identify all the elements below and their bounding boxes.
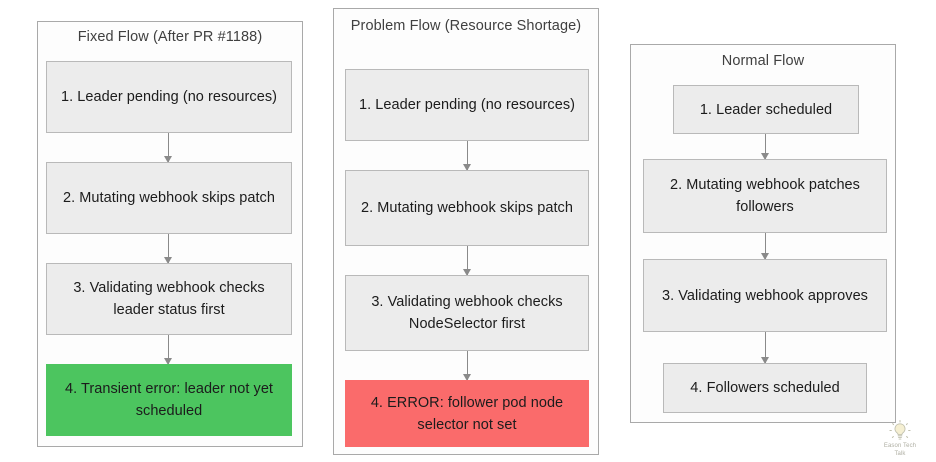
arrow-normal-2-3 (761, 233, 769, 260)
node-label: 4. Followers scheduled (690, 380, 840, 396)
node-fixed-flow-3: 3. Validating webhook checks leader stat… (46, 263, 292, 335)
node-label: 2. Mutating webhook patches followers (670, 177, 860, 215)
node-label: 3. Validating webhook checks leader stat… (73, 280, 265, 318)
node-label: 4. Transient error: leader not yet sched… (64, 381, 274, 419)
lightbulb-icon (889, 420, 911, 440)
node-label: 2. Mutating webhook skips patch (361, 200, 573, 216)
panel-normal-flow: Normal Flow 1. Leader scheduled 2. Mutat… (630, 44, 896, 423)
node-fixed-flow-4: 4. Transient error: leader not yet sched… (46, 364, 292, 436)
arrow-fixed-2-3 (164, 234, 172, 264)
node-label: 1. Leader pending (no resources) (358, 97, 575, 113)
node-problem-flow-2: 2. Mutating webhook skips patch (345, 170, 589, 246)
node-label: 2. Mutating webhook skips patch (63, 190, 275, 206)
arrow-problem-2-3 (463, 246, 471, 276)
node-label: 1. Leader pending (no resources) (60, 89, 277, 105)
panel-fixed-flow: Fixed Flow (After PR #1188) 1. Leader pe… (37, 21, 303, 447)
watermark: Eason Tech Talk (870, 420, 930, 458)
watermark-line-1: Eason Tech (883, 443, 917, 449)
node-fixed-flow-1: 1. Leader pending (no resources) (46, 61, 292, 133)
node-normal-flow-1: 1. Leader scheduled (673, 85, 859, 134)
panel-problem-flow: Problem Flow (Resource Shortage) 1. Lead… (333, 8, 599, 455)
node-normal-flow-2: 2. Mutating webhook patches followers (643, 159, 887, 233)
panel-title-fixed-flow: Fixed Flow (After PR #1188) (77, 29, 263, 45)
arrow-normal-1-2 (761, 134, 769, 160)
node-problem-flow-1: 1. Leader pending (no resources) (345, 69, 589, 141)
arrow-fixed-1-2 (164, 133, 172, 163)
watermark-line-2: Talk (894, 451, 906, 457)
arrow-problem-3-4 (463, 351, 471, 381)
arrow-fixed-3-4 (164, 335, 172, 365)
arrow-normal-3-4 (761, 332, 769, 364)
panel-title-normal-flow: Normal Flow (721, 53, 805, 69)
node-normal-flow-3: 3. Validating webhook approves (643, 259, 887, 332)
node-problem-flow-3: 3. Validating webhook checks NodeSelecto… (345, 275, 589, 351)
node-label: 4. ERROR: follower pod node selector not… (370, 394, 564, 433)
panel-title-problem-flow: Problem Flow (Resource Shortage) (350, 18, 582, 34)
node-fixed-flow-2: 2. Mutating webhook skips patch (46, 162, 292, 234)
arrow-problem-1-2 (463, 141, 471, 171)
node-label: 1. Leader scheduled (699, 101, 833, 118)
node-normal-flow-4: 4. Followers scheduled (663, 363, 867, 413)
node-problem-flow-4: 4. ERROR: follower pod node selector not… (345, 380, 589, 447)
node-label: 3. Validating webhook checks NodeSelecto… (371, 294, 563, 332)
node-label: 3. Validating webhook approves (662, 287, 868, 304)
